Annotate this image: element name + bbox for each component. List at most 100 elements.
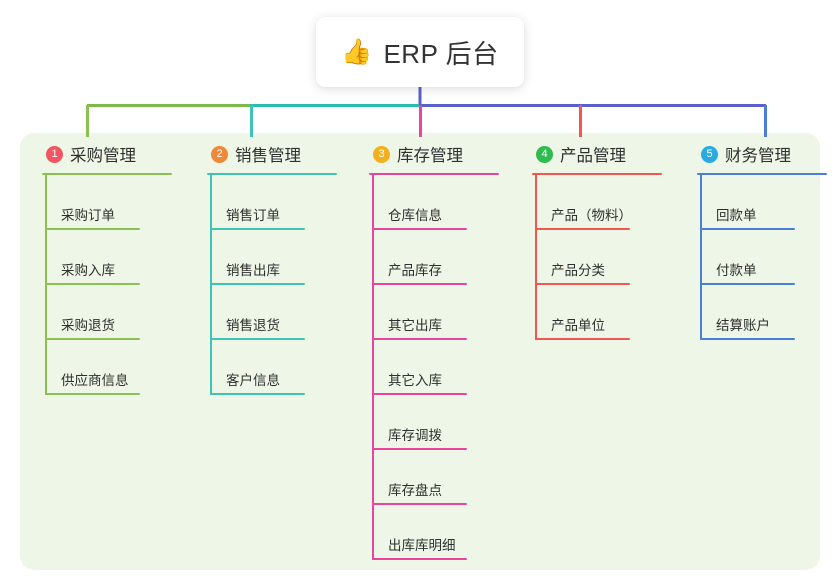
list-item[interactable]: 采购订单 (30, 175, 195, 230)
list-item[interactable]: 付款单 (685, 230, 839, 285)
branch-column-3: 3 库存管理 仓库信息 产品库存 其它出库 其它 (357, 133, 522, 560)
list-item-underline (372, 503, 467, 505)
list-item[interactable]: 产品（物料） (520, 175, 685, 230)
branch-underline-5 (697, 172, 827, 175)
branch-badge-3: 3 (373, 145, 390, 163)
list-item[interactable]: 结算账户 (685, 285, 839, 340)
list-item[interactable]: 库存盘点 (357, 450, 522, 505)
list-item-label: 其它出库 (388, 318, 442, 334)
list-item-underline (45, 393, 140, 395)
list-item[interactable]: 销售出库 (195, 230, 360, 285)
list-item-label: 产品库存 (388, 263, 442, 279)
list-item-underline (372, 448, 467, 450)
list-item-underline (210, 393, 305, 395)
list-item-underline (700, 228, 795, 230)
list-item[interactable]: 仓库信息 (357, 175, 522, 230)
list-item[interactable]: 销售订单 (195, 175, 360, 230)
list-item-label: 结算账户 (716, 318, 770, 334)
list-item-label: 采购退货 (61, 318, 115, 334)
branch-spine-3 (372, 175, 374, 560)
branch-column-1: 1 采购管理 采购订单 采购入库 采购退货 供应 (30, 133, 195, 395)
list-item-underline (372, 228, 467, 230)
branch-title-2: 销售管理 (235, 147, 301, 165)
list-item[interactable]: 产品分类 (520, 230, 685, 285)
branch-spine-4 (535, 175, 537, 340)
list-item[interactable]: 产品库存 (357, 230, 522, 285)
list-item-underline (372, 393, 467, 395)
list-item[interactable]: 库存调拨 (357, 395, 522, 450)
list-item-label: 付款单 (716, 263, 757, 279)
branch-title-4: 产品管理 (560, 147, 626, 165)
branch-underline-1 (42, 172, 172, 175)
list-item-underline (535, 338, 630, 340)
branch-underline-3 (369, 172, 499, 175)
list-item-underline (535, 283, 630, 285)
root-node[interactable]: 👍 ERP 后台 (316, 17, 524, 87)
list-item-label: 仓库信息 (388, 208, 442, 224)
list-item[interactable]: 采购退货 (30, 285, 195, 340)
list-item[interactable]: 供应商信息 (30, 340, 195, 395)
columns-container: 1 采购管理 采购订单 采购入库 采购退货 供应 (20, 133, 827, 570)
branch-spine-5 (700, 175, 702, 340)
list-item-label: 销售订单 (226, 208, 280, 224)
branch-items-5: 回款单 付款单 结算账户 (685, 175, 839, 340)
branch-badge-1: 1 (46, 145, 63, 163)
list-item-underline (45, 338, 140, 340)
branch-header-1[interactable]: 1 采购管理 (30, 133, 195, 175)
branch-spine-2 (210, 175, 212, 395)
list-item-label: 其它入库 (388, 373, 442, 389)
list-item-label: 客户信息 (226, 373, 280, 389)
branch-items-4: 产品（物料） 产品分类 产品单位 (520, 175, 685, 340)
list-item-label: 销售出库 (226, 263, 280, 279)
branch-badge-2: 2 (211, 145, 228, 163)
list-item-label: 采购订单 (61, 208, 115, 224)
list-item-underline (372, 338, 467, 340)
list-item[interactable]: 回款单 (685, 175, 839, 230)
list-item[interactable]: 其它出库 (357, 285, 522, 340)
list-item-underline (372, 558, 467, 560)
branch-items-2: 销售订单 销售出库 销售退货 客户信息 (195, 175, 360, 395)
list-item-underline (372, 283, 467, 285)
list-item-underline (45, 283, 140, 285)
branch-title-1: 采购管理 (70, 147, 136, 165)
list-item-label: 出库库明细 (388, 538, 456, 554)
list-item-underline (210, 338, 305, 340)
list-item-label: 供应商信息 (61, 373, 129, 389)
branch-title-3: 库存管理 (397, 147, 463, 165)
list-item[interactable]: 销售退货 (195, 285, 360, 340)
branch-column-5: 5 财务管理 回款单 付款单 结算账户 (685, 133, 839, 340)
branch-items-1: 采购订单 采购入库 采购退货 供应商信息 (30, 175, 195, 395)
list-item-underline (210, 228, 305, 230)
page-title: ERP 后台 (383, 38, 499, 69)
list-item[interactable]: 采购入库 (30, 230, 195, 285)
branch-title-5: 财务管理 (725, 147, 791, 165)
list-item-label: 产品分类 (551, 263, 605, 279)
branch-underline-2 (207, 172, 337, 175)
branch-items-3: 仓库信息 产品库存 其它出库 其它入库 库存调拨 (357, 175, 522, 560)
list-item-label: 采购入库 (61, 263, 115, 279)
branch-spine-1 (45, 175, 47, 395)
list-item[interactable]: 出库库明细 (357, 505, 522, 560)
list-item-label: 回款单 (716, 208, 757, 224)
thumbs-up-icon: 👍 (341, 37, 373, 66)
connector-lines (86, 87, 767, 137)
list-item-underline (535, 228, 630, 230)
list-item-label: 库存调拨 (388, 428, 442, 444)
list-item[interactable]: 其它入库 (357, 340, 522, 395)
branch-underline-4 (532, 172, 662, 175)
branch-header-4[interactable]: 4 产品管理 (520, 133, 685, 175)
branch-column-4: 4 产品管理 产品（物料） 产品分类 产品单位 (520, 133, 685, 340)
content-card (20, 133, 820, 570)
list-item[interactable]: 产品单位 (520, 285, 685, 340)
list-item-underline (700, 338, 795, 340)
list-item-label: 库存盘点 (388, 483, 442, 499)
branch-header-5[interactable]: 5 财务管理 (685, 133, 839, 175)
list-item-label: 产品（物料） (551, 208, 632, 224)
list-item-underline (700, 283, 795, 285)
branch-header-3[interactable]: 3 库存管理 (357, 133, 522, 175)
list-item[interactable]: 客户信息 (195, 340, 360, 395)
branch-header-2[interactable]: 2 销售管理 (195, 133, 360, 175)
list-item-underline (210, 283, 305, 285)
branch-badge-4: 4 (536, 145, 553, 163)
